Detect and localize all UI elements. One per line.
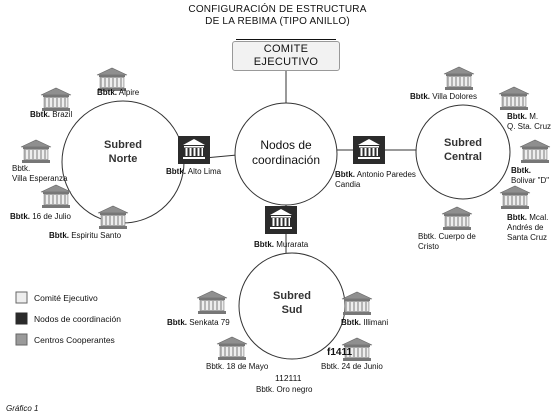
- label-subred-central: Subred Central: [444, 137, 482, 163]
- label-16-julio: Bbtk. 16 de Julio: [10, 212, 71, 221]
- legend-swatch-comite: [15, 291, 28, 304]
- legend-swatch-nodos: [15, 312, 28, 325]
- label-illimani: Bbtk. Illimani: [341, 318, 389, 327]
- legend-centros-cooperantes: Centros Cooperantes: [34, 335, 115, 345]
- bldg-senkata-icon: [196, 290, 228, 315]
- bldg-illimani-icon: [341, 291, 373, 316]
- label-mq-sta-cruz: Bbtk. M. Q. Sta. Cruz: [507, 112, 552, 131]
- bldg-brazil-icon: [40, 87, 72, 112]
- label-villa-esperanza: Bbtk. Villa Esperanza: [12, 164, 68, 183]
- node-murarata-icon: [265, 206, 297, 234]
- circle-nodos-coordinacion: [234, 102, 338, 206]
- bldg-esperanza-icon: [20, 139, 52, 164]
- label-code-112111: 112111: [275, 373, 302, 383]
- label-code-f1411: f1411: [327, 347, 353, 358]
- label-brazil: Bbtk. Brazil: [30, 110, 73, 119]
- legend-nodos-coordinacion: Nodos de coordinación: [34, 314, 121, 324]
- comite-top-rule: [236, 39, 336, 40]
- legend-swatch-centros: [15, 333, 28, 346]
- bldg-mcal-andres-icon: [499, 185, 531, 210]
- figure-caption: Gráfico 1: [6, 404, 39, 413]
- label-alto-lima: Bbtk. Alto Lima: [166, 167, 222, 176]
- label-antonio-paredes: Bbtk. Antonio Paredes Candia: [335, 170, 416, 189]
- node-alto-lima-icon: [178, 136, 210, 164]
- bldg-mq-sta-cruz-icon: [498, 86, 530, 111]
- node-antonio-paredes-icon: [353, 136, 385, 164]
- legend-comite-ejecutivo: Comité Ejecutivo: [34, 293, 98, 303]
- label-18-mayo: Bbtk. 18 de Mayo: [206, 362, 269, 371]
- bldg-cuerpo-cristo-icon: [441, 206, 473, 231]
- label-subred-sud: Subred Sud: [273, 290, 311, 316]
- bldg-villa-dolores-icon: [443, 66, 475, 91]
- label-villa-dolores: Bbtk. Villa Dolores: [410, 92, 477, 101]
- label-alpire: Bbtk. Alpire: [97, 88, 140, 97]
- bldg-18-mayo-icon: [216, 336, 248, 361]
- label-oro-negro: Bbtk. Oro negro: [256, 385, 313, 394]
- label-espiritu-santo: Bbtk. Espiritu Santo: [49, 231, 122, 240]
- label-nodos-coordinacion: Nodos de coordinación: [251, 138, 321, 167]
- label-bolivar-d: Bbtk. Bolivar "D": [511, 166, 550, 185]
- label-cuerpo-cristo: Bbtk. Cuerpo de Cristo: [418, 232, 476, 251]
- bldg-bolivar-d-icon: [519, 139, 551, 164]
- label-subred-norte: Subred Norte: [104, 139, 142, 165]
- label-24-junio: Bbtk. 24 de Junio: [321, 362, 383, 371]
- bldg-16-julio-icon: [40, 184, 72, 209]
- circle-subred-central: [415, 104, 511, 200]
- label-senkata: Bbtk. Senkata 79: [167, 318, 230, 327]
- label-mcal-andres: Bbtk. Mcal. Andrés de Santa Cruz: [507, 213, 549, 242]
- comite-ejecutivo-box: COMITE EJECUTIVO: [232, 41, 340, 71]
- diagram-title: CONFIGURACIÓN DE ESTRUCTURA DE LA REBIMA…: [188, 4, 367, 27]
- label-murarata: Bbtk. Murarata: [254, 240, 309, 249]
